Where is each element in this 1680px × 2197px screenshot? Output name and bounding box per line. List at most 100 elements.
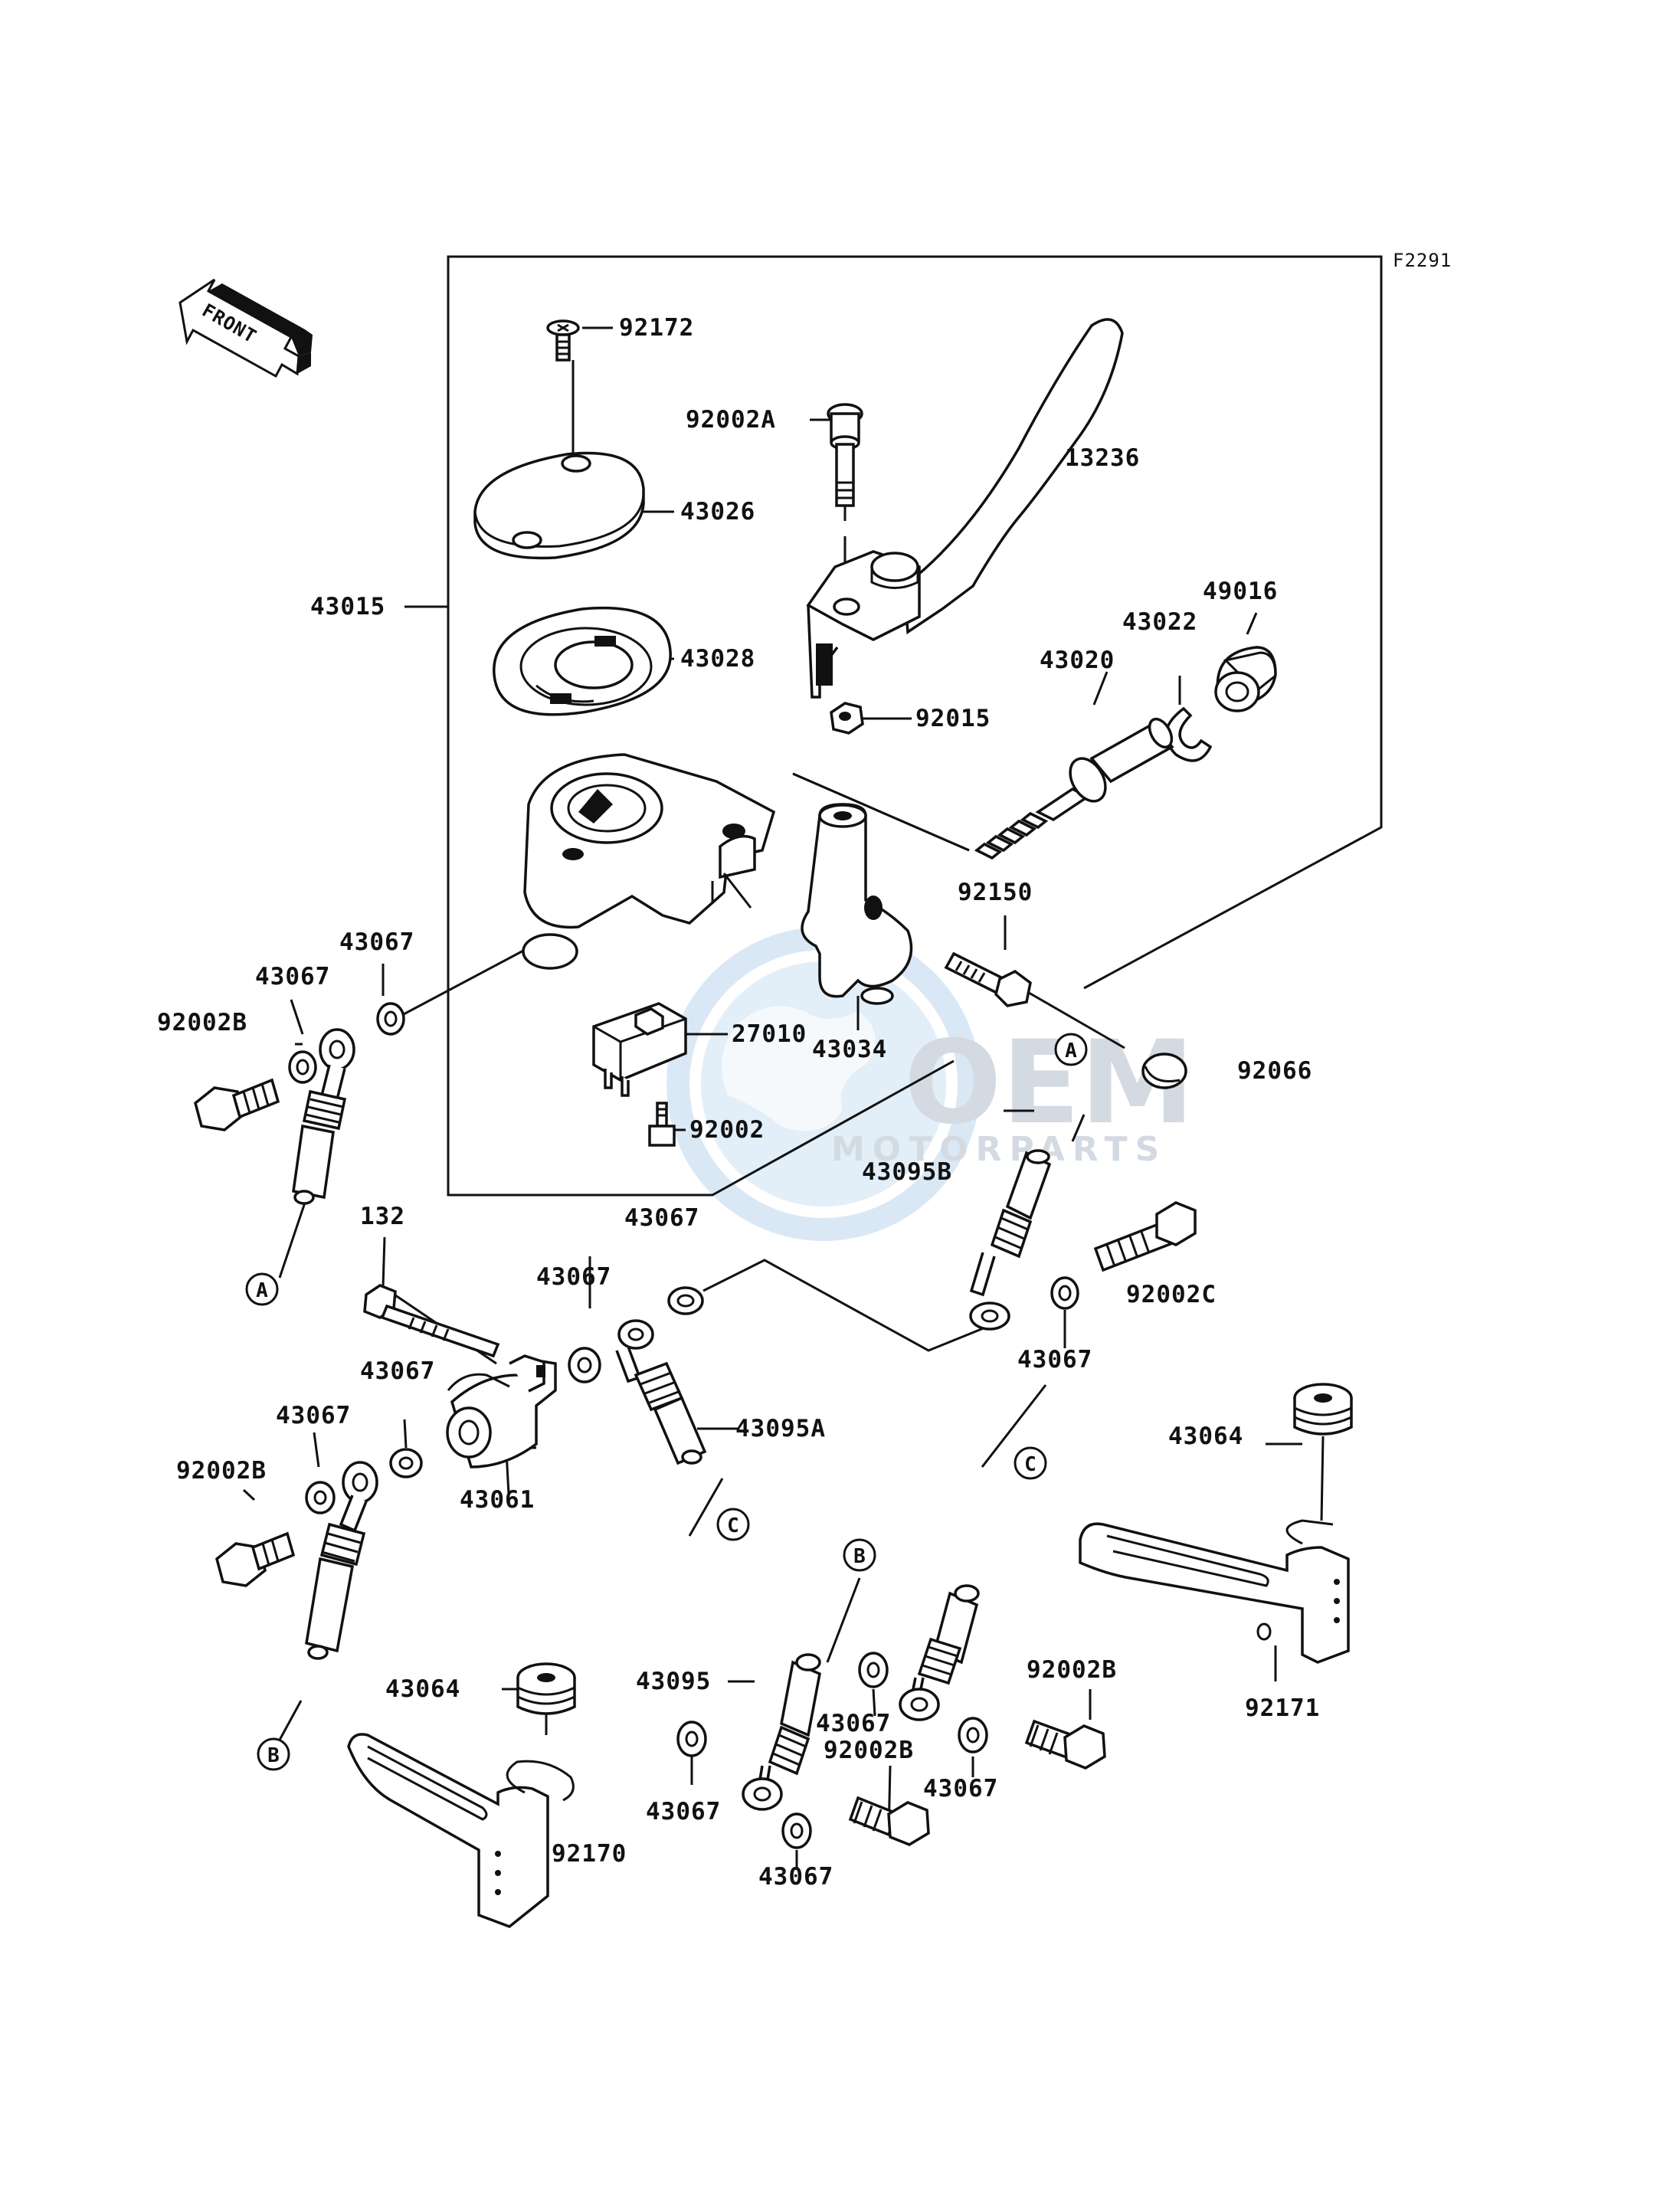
hose-lower-left-icon <box>305 1461 378 1660</box>
hose-upper-left-icon <box>292 1028 355 1205</box>
label-92002B-c: 92002B <box>1027 1656 1117 1684</box>
hose-c-lower-icon <box>899 1584 980 1721</box>
label-43067-i: 43067 <box>923 1775 998 1802</box>
connector-c2: C <box>1014 1446 1047 1480</box>
switch-43061-icon <box>446 1354 557 1468</box>
label-92002B-d: 92002B <box>824 1737 914 1764</box>
assembly-frame <box>447 255 1383 1053</box>
washer-43067-i-icon <box>858 1652 889 1688</box>
hose-43095A-icon <box>615 1319 707 1465</box>
banjo-bolt-92002B-b-icon <box>215 1531 296 1587</box>
watermark-small-text: MOTORPARTS <box>831 1130 1167 1169</box>
label-92002C: 92002C <box>1126 1281 1217 1308</box>
label-43095B: 43095B <box>862 1158 952 1186</box>
banjo-bolt-92002B-a-icon <box>194 1078 280 1131</box>
connector-b2: B <box>257 1737 290 1771</box>
switch-27010-icon <box>592 1002 687 1097</box>
label-43034: 43034 <box>812 1036 887 1063</box>
label-92172: 92172 <box>619 314 694 342</box>
label-92002B-a: 92002B <box>157 1009 247 1036</box>
label-13236: 13236 <box>1065 444 1140 472</box>
label-92002: 92002 <box>689 1116 765 1144</box>
label-92066: 92066 <box>1237 1057 1312 1085</box>
label-43067-c: 43067 <box>624 1204 699 1232</box>
label-43064-b: 43064 <box>385 1675 460 1703</box>
watermark: OEM MOTORPARTS <box>666 927 1194 1241</box>
pivot-bolt-92002A-icon <box>827 403 863 507</box>
label-43067-g: 43067 <box>276 1402 351 1429</box>
hose-43095B-icon <box>969 1149 1052 1331</box>
label-92150: 92150 <box>958 879 1033 906</box>
master-cylinder-body-43015-icon <box>522 753 776 970</box>
connector-b2-label: B <box>267 1744 280 1767</box>
bolt-92150-icon <box>944 951 1032 1007</box>
label-92170: 92170 <box>552 1840 627 1868</box>
label-43095: 43095 <box>636 1668 711 1695</box>
leader-lines <box>242 326 1325 1869</box>
connector-b1: B <box>843 1538 876 1572</box>
figure-code: F2291 <box>1393 250 1452 271</box>
cap-92066-icon <box>1141 1053 1187 1089</box>
label-43067-k: 43067 <box>758 1863 833 1891</box>
front-arrow-icon: FRONT <box>178 278 313 378</box>
label-43067-a: 43067 <box>339 928 414 956</box>
connector-c2-label: C <box>1024 1453 1036 1476</box>
diaphragm-43028-icon <box>493 606 672 716</box>
connector-c1: C <box>716 1508 750 1541</box>
banjo-bolt-92002B-c-icon <box>848 1796 930 1846</box>
label-43028: 43028 <box>680 645 755 673</box>
piston-assembly-43020-icon <box>974 717 1174 860</box>
washer-43067-a-icon <box>376 1002 405 1036</box>
callout-labels: 92172 92002A 13236 43026 43015 49016 430… <box>157 314 1320 1891</box>
connector-a2-label: A <box>256 1279 268 1302</box>
label-92002A: 92002A <box>686 406 776 434</box>
label-43015: 43015 <box>310 593 385 620</box>
label-49016: 49016 <box>1203 578 1278 605</box>
grommet-43064-a-icon <box>1293 1383 1353 1436</box>
connector-a1: A <box>1054 1033 1088 1066</box>
banjo-bolt-92002B-d-icon <box>1024 1719 1106 1770</box>
assembly-frame-bottom <box>447 1053 955 1197</box>
connector-a1-label: A <box>1065 1040 1077 1062</box>
label-43067-f: 43067 <box>360 1357 435 1385</box>
screw-92172-icon <box>546 319 580 362</box>
washer-43067-f-icon <box>389 1448 423 1478</box>
label-43067-j: 43067 <box>646 1798 721 1825</box>
label-43067-h: 43067 <box>816 1710 891 1737</box>
bracket-92170-icon <box>347 1733 575 1928</box>
label-43022: 43022 <box>1122 608 1197 636</box>
washer-43067-d-icon <box>667 1286 704 1315</box>
boot-49016-icon <box>1214 646 1277 712</box>
label-43067-b: 43067 <box>255 963 330 990</box>
connector-b1-label: B <box>853 1545 866 1568</box>
label-92002B-b: 92002B <box>176 1457 267 1485</box>
clamp-43034-icon <box>801 803 913 1005</box>
connector-c1-label: C <box>727 1514 739 1537</box>
circlip-43022-icon <box>1164 706 1213 762</box>
label-27010: 27010 <box>732 1020 807 1048</box>
label-43026: 43026 <box>680 498 755 526</box>
label-132: 132 <box>360 1203 405 1230</box>
grommet-43064-b-icon <box>516 1662 576 1715</box>
connector-a2: A <box>245 1272 279 1306</box>
hose-43095-icon <box>742 1653 821 1811</box>
washer-43067-k-icon <box>958 1717 988 1753</box>
label-92015: 92015 <box>915 705 991 732</box>
screw-92002-icon <box>648 1102 676 1147</box>
bracket-92171-icon <box>1079 1519 1350 1664</box>
nut-92015-icon <box>830 702 864 735</box>
washer-43067-b-icon <box>288 1050 317 1084</box>
lever-13236-icon <box>806 318 1124 699</box>
label-43061: 43061 <box>460 1486 535 1514</box>
label-43067-e: 43067 <box>1017 1346 1092 1374</box>
reservoir-cap-43026-icon <box>473 451 645 560</box>
washer-43067-c-icon <box>1050 1276 1079 1310</box>
washer-43067-h-icon <box>676 1721 707 1757</box>
washer-43067-e-icon <box>568 1347 601 1383</box>
washer-43067-g-icon <box>305 1481 336 1514</box>
label-43067-d: 43067 <box>536 1263 611 1291</box>
label-92171: 92171 <box>1245 1694 1320 1722</box>
label-43064-a: 43064 <box>1168 1423 1243 1450</box>
banjo-bolt-92002C-icon <box>1093 1201 1197 1272</box>
